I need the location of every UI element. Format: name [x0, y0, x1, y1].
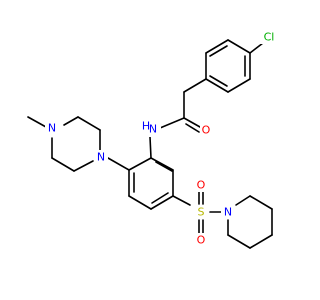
atom-sulfonyl-oxygen-bottom: O — [194, 233, 208, 247]
bond-carbonyl-o-2 — [185, 123, 200, 133]
atom-sulfonyl-oxygen-top: O — [194, 178, 208, 192]
svg-text:N: N — [48, 122, 56, 135]
bond-ring-sulfur — [172, 195, 191, 206]
bond-n-methyl — [27, 116, 47, 128]
svg-text:S: S — [198, 206, 205, 219]
bond-ring-piperazine — [107, 157, 130, 171]
atom-amide-nitrogen: H N — [142, 119, 161, 137]
atom-chlorine: Cl — [259, 30, 277, 44]
svg-text:Cl: Cl — [264, 31, 275, 44]
atom-piperazine-nitrogen-aryl: N — [94, 150, 108, 164]
bond-ring-methylene — [183, 78, 207, 93]
piperazine-ring — [51, 116, 101, 172]
central-aryl-ring — [128, 136, 174, 210]
svg-text:O: O — [197, 179, 206, 192]
svg-text:O: O — [197, 234, 206, 247]
bond-ring-chlorine — [249, 42, 264, 54]
piperidine-ring — [227, 195, 273, 249]
bond-carbonyl-nitrogen — [159, 117, 185, 129]
molecule-canvas: Cl O H N N N S O O N — [27, 30, 277, 249]
molecule-structure: Cl O H N N N S O O N — [27, 30, 277, 249]
atom-piperazine-nitrogen-methyl: N — [45, 121, 59, 135]
atom-carbonyl-oxygen: O — [200, 123, 212, 137]
chlorophenyl-ring — [205, 39, 251, 93]
svg-text:O: O — [202, 124, 211, 137]
svg-text:N: N — [149, 123, 157, 136]
svg-text:H: H — [142, 120, 150, 133]
svg-text:N: N — [224, 206, 232, 219]
svg-text:N: N — [97, 151, 105, 164]
atom-sulfur: S — [194, 205, 208, 219]
atom-piperidine-nitrogen: N — [221, 205, 235, 219]
bond-carbonyl-o-1 — [183, 117, 201, 128]
